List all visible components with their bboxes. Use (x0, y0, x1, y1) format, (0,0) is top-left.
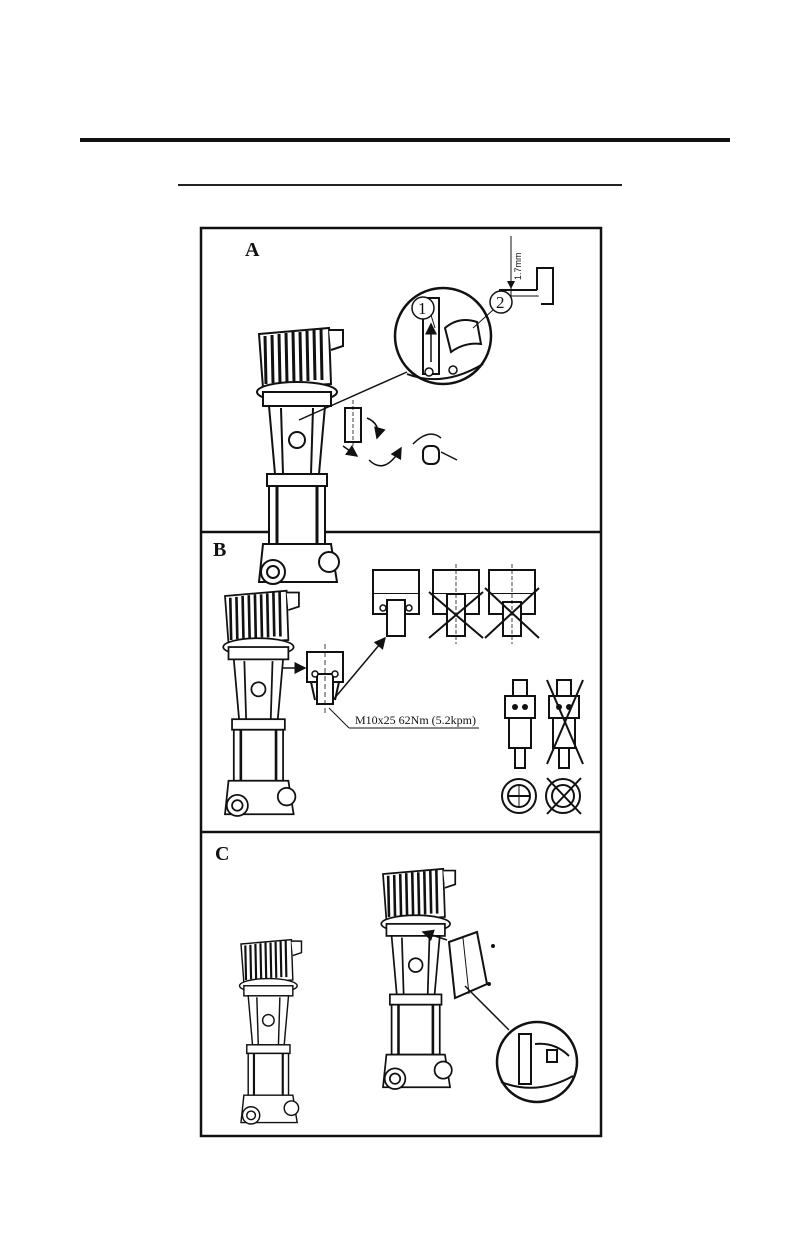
panel-c-label: C (215, 843, 229, 865)
callout-1: 1 (418, 299, 427, 318)
magnifier-circle-c (497, 1022, 577, 1102)
dimension-label: 1.7mm (513, 252, 523, 280)
coupling-end-wrong (546, 778, 581, 814)
bolt-spec: M10x25 62Nm (5.2kpm) (355, 713, 476, 727)
header-rule (80, 138, 730, 142)
coupling-view-wrong-1 (429, 564, 483, 644)
panel-a-label: A (245, 239, 260, 261)
panel-b-label: B (213, 539, 226, 561)
callout-2: 2 (496, 293, 505, 312)
subheader-rule (178, 184, 622, 186)
coupling-end-correct (502, 779, 536, 813)
magnifier-circle (395, 288, 491, 384)
assembly-figure: A 1.7mm 1 2 B (197, 224, 607, 1142)
